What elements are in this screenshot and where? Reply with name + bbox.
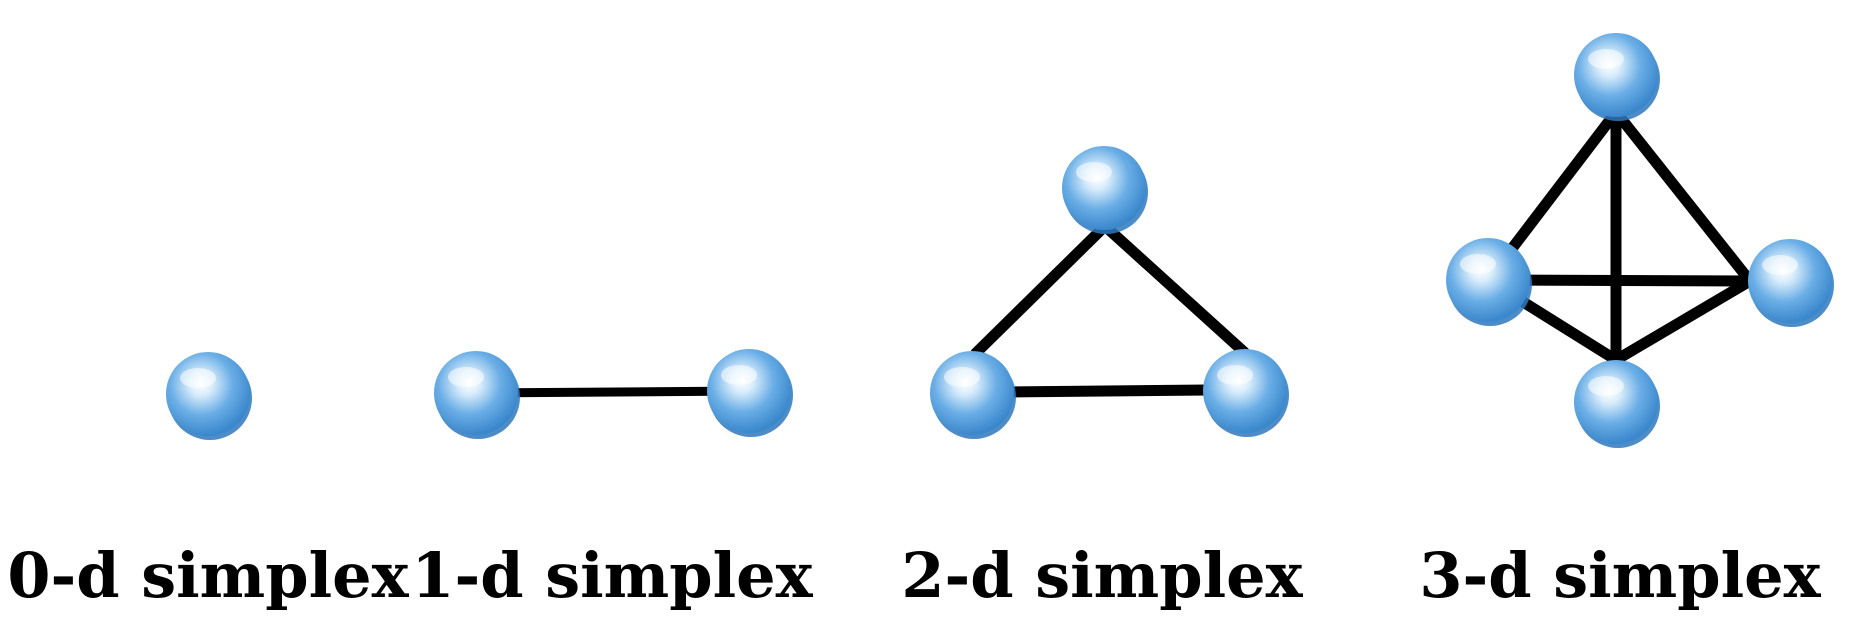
simplex-2d-edge-v0-v1 <box>1002 384 1214 398</box>
simplex-3d: 3-d simplex <box>1419 33 1834 612</box>
simplex-2d-edge-v1-v2 <box>1100 221 1250 358</box>
simplex-3d-label: 3-d simplex <box>1419 539 1821 612</box>
simplex-3d-edge-v2-v3 <box>1610 275 1756 366</box>
simplex-2d-node-v2 <box>1062 146 1148 234</box>
simplex-2d-nodes <box>930 146 1289 439</box>
simplex-0d-node-v0 <box>166 352 252 440</box>
simplex-3d-edge-v1-v2 <box>1610 106 1756 287</box>
simplex-1d-node-v1 <box>707 349 793 437</box>
simplex-1d-label: 1-d simplex <box>411 539 813 612</box>
simplex-3d-nodes <box>1446 33 1834 448</box>
simplex-0d: 0-d simplex <box>7 352 410 612</box>
simplex-3d-node-v2 <box>1748 239 1834 327</box>
simplex-1d-edge-v0-v1 <box>471 386 754 398</box>
simplex-2d: 2-d simplex <box>901 146 1304 612</box>
simplex-3d-node-v3 <box>1574 360 1660 448</box>
simplex-2d-edge-v0-v2 <box>970 221 1110 359</box>
simplex-2d-edges <box>970 221 1250 398</box>
simplex-3d-node-v0 <box>1446 238 1532 326</box>
simplex-1d-nodes <box>434 349 793 439</box>
simplex-1d: 1-d simplex <box>411 349 814 612</box>
simplex-2d-label: 2-d simplex <box>901 539 1303 612</box>
simplex-0d-nodes <box>166 352 252 440</box>
simplex-2d-node-v1 <box>1203 349 1289 437</box>
simplex-2d-node-v0 <box>930 351 1016 439</box>
simplex-1d-node-v0 <box>434 351 520 439</box>
simplex-3d-node-v1 <box>1574 33 1660 121</box>
simplex-0d-label: 0-d simplex <box>7 539 409 612</box>
simplex-3d-edges <box>1482 106 1756 366</box>
simplex-1d-edges <box>471 386 754 398</box>
